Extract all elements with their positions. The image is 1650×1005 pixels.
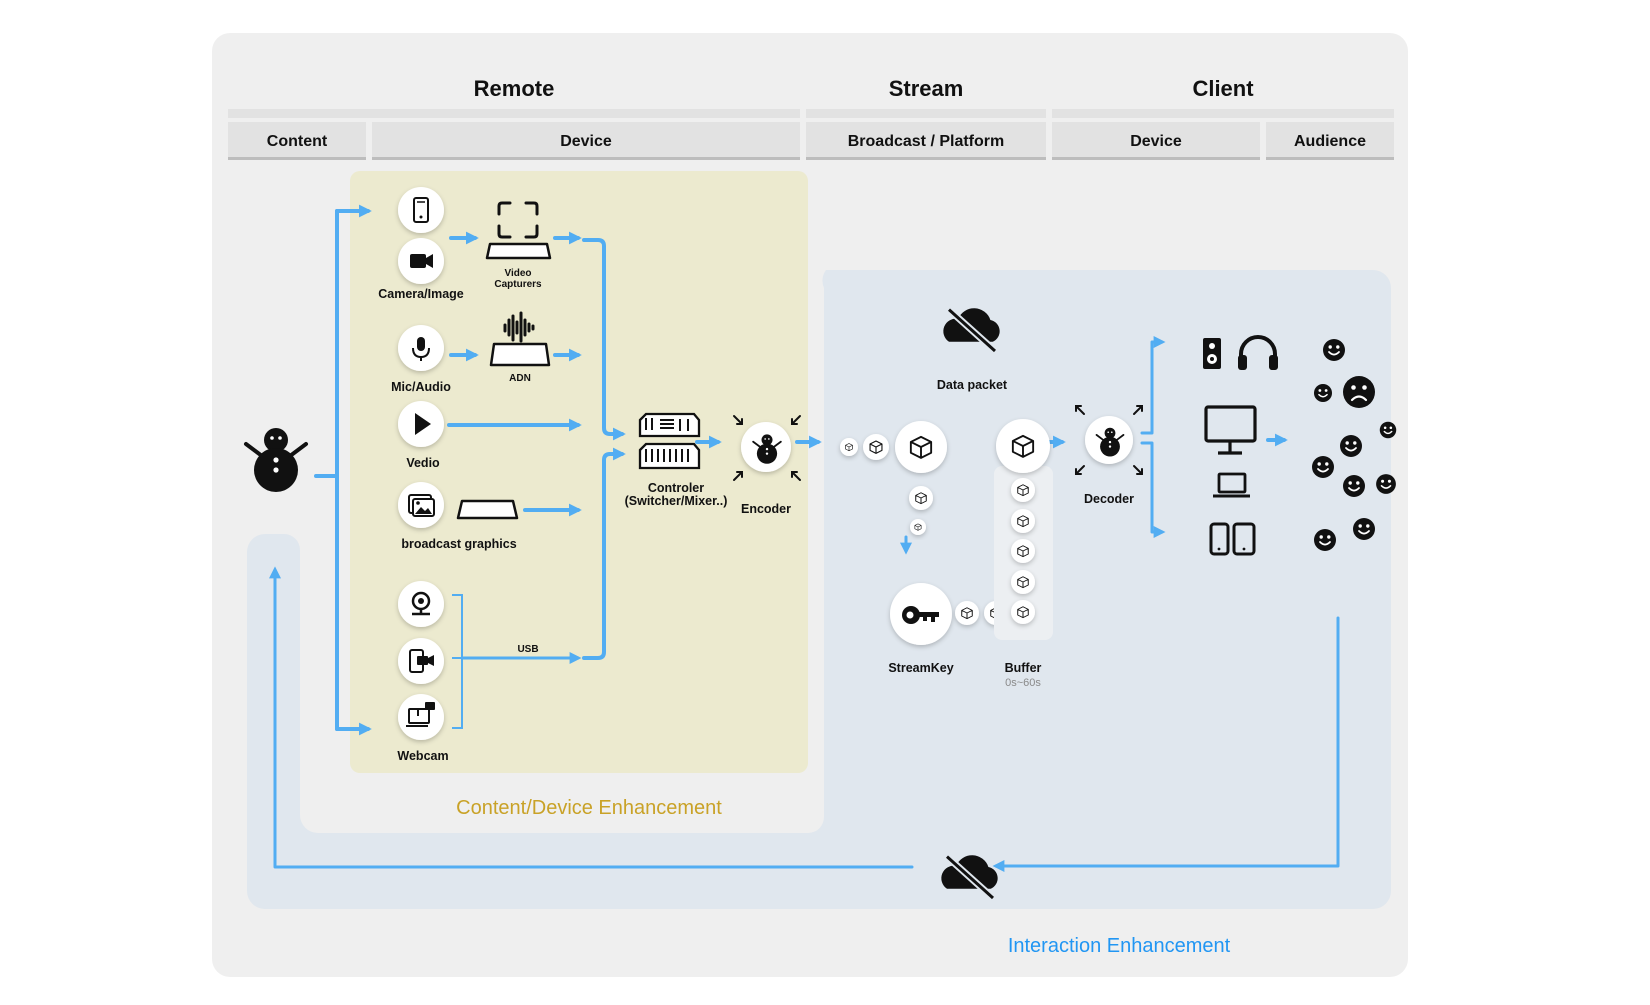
image-icon — [408, 494, 435, 517]
webcam-icon — [411, 591, 431, 616]
smile-icon — [1342, 474, 1366, 498]
streamkey-label: StreamKey — [888, 661, 953, 675]
camera-icon — [410, 254, 433, 268]
camera-image-label: Camera/Image — [378, 287, 464, 301]
smile-icon — [1313, 383, 1333, 403]
sad-icon — [1343, 376, 1375, 408]
graphics-device-icon — [456, 499, 519, 520]
flow-arrows — [269, 204, 1340, 872]
laptop-icon — [1213, 472, 1250, 498]
smile-icon — [1322, 338, 1346, 362]
column-client-device: Device — [1130, 133, 1182, 150]
mixer-icon — [638, 412, 701, 470]
encoder-label: Encoder — [741, 502, 791, 516]
phone-node — [398, 187, 444, 233]
controller-label-1: Controler — [648, 481, 704, 495]
play-icon — [415, 413, 431, 435]
mic-icon — [412, 337, 430, 361]
monitor-icon — [1204, 405, 1257, 455]
smile-icon — [1375, 473, 1397, 495]
headphones-icon — [1238, 335, 1278, 370]
smile-icon — [1352, 517, 1376, 541]
content-device-enhancement-label: Content/Device Enhancement — [456, 797, 722, 819]
phone-video-icon — [409, 649, 434, 673]
audience-faces — [1311, 338, 1397, 552]
section-stream: Stream — [889, 76, 964, 101]
waveform-icon — [489, 311, 551, 367]
encoder-compress-arrows — [733, 415, 801, 481]
capture-frame-icon — [485, 201, 552, 260]
content-device-region — [350, 171, 808, 773]
controller-label-2: (Switcher/Mixer..) — [625, 494, 728, 508]
buffer-packets — [1011, 478, 1035, 624]
video-capturers-label-1: Video — [504, 268, 531, 279]
column-broadcast-platform: Broadcast / Platform — [848, 133, 1004, 150]
video-capturers-label-2: Capturers — [494, 279, 542, 290]
tablet-phone-icon — [1209, 522, 1256, 556]
smile-icon — [1311, 455, 1335, 479]
decoder-label: Decoder — [1084, 492, 1134, 506]
smile-icon — [1379, 421, 1397, 439]
smile-icon — [1313, 528, 1337, 552]
adn-label: ADN — [509, 373, 531, 384]
speaker-icon — [1203, 338, 1221, 369]
buffer-range-label: 0s~60s — [1005, 677, 1041, 689]
screen-share-node — [398, 694, 444, 740]
section-remote: Remote — [474, 76, 555, 101]
key-icon — [902, 606, 939, 624]
header-bars — [228, 109, 1394, 160]
column-content: Content — [267, 133, 328, 150]
vedio-label: Vedio — [406, 456, 440, 470]
broadcast-graphics-label: broadcast graphics — [401, 537, 516, 551]
usb-label: USB — [517, 644, 538, 655]
decoder-expand-arrows — [1075, 405, 1143, 475]
webcam-label: Webcam — [397, 749, 448, 763]
buffer-label: Buffer — [1005, 661, 1042, 675]
section-client: Client — [1192, 76, 1254, 101]
smile-icon — [1339, 434, 1363, 458]
column-remote-device: Device — [560, 133, 612, 150]
mic-audio-label: Mic/Audio — [391, 380, 451, 394]
column-audience: Audience — [1294, 133, 1366, 150]
screen-share-icon — [406, 702, 435, 727]
data-packet-label: Data packet — [937, 378, 1008, 392]
phone-icon — [413, 197, 429, 223]
interaction-enhancement-label: Interaction Enhancement — [1008, 935, 1231, 957]
